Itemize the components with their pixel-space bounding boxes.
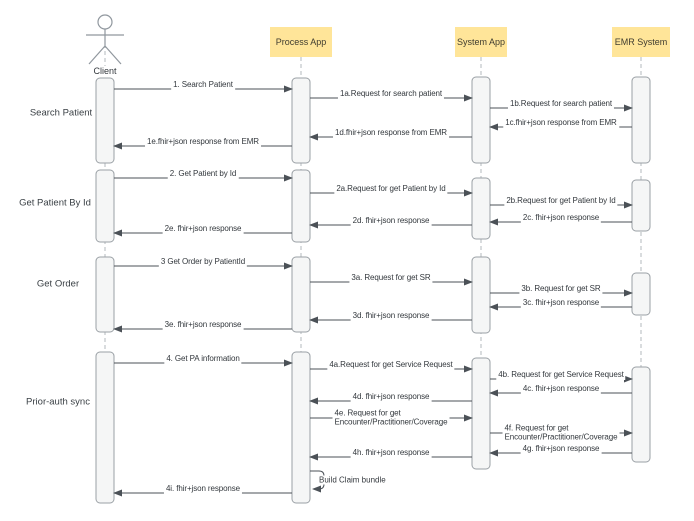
message-label: 1e.fhir+json response from EMR — [145, 137, 261, 147]
activation-bar-emr — [631, 76, 651, 164]
phase-label-search-patient: Search Patient — [29, 107, 93, 119]
self-message-label: Build Claim bundle — [317, 475, 388, 485]
activation-bar-client — [95, 256, 115, 333]
message-label: 4a.Request for get Service Request — [327, 360, 455, 370]
phase-label-get-patient-by-id: Get Patient By Id — [19, 197, 91, 209]
activation-bar-process — [291, 169, 311, 243]
message-label: 3a. Request for get SR — [349, 273, 433, 283]
activation-bar-process — [291, 256, 311, 333]
message-label: 2. Get Patient by Id — [167, 169, 239, 179]
message-label: 1d.fhir+json response from EMR — [333, 128, 449, 138]
participant-header-process-app: Process App — [270, 27, 332, 57]
message-label: 3b. Request for get SR — [519, 284, 603, 294]
activation-bar-system — [471, 357, 491, 470]
message-label: 4h. fhir+json response — [350, 448, 432, 458]
message-label: 4c. fhir+json response — [520, 384, 602, 394]
message-label: 3d. fhir+json response — [350, 311, 432, 321]
message-label: 1a.Request for search patient — [337, 89, 445, 99]
activation-bar-system — [471, 177, 491, 240]
activation-bar-process — [291, 77, 311, 164]
message-label: 4e. Request for get Encounter/Practition… — [332, 408, 450, 428]
phase-label-prior-auth-sync: Prior-auth sync — [26, 396, 90, 408]
activation-bar-client — [95, 77, 115, 164]
activation-bar-client — [95, 351, 115, 504]
message-label: 2b.Request for get Patient by Id — [504, 196, 618, 206]
activation-bar-system — [471, 76, 491, 164]
participant-header-system-app: System App — [455, 27, 507, 57]
message-label: 4g. fhir+json response — [520, 444, 602, 454]
message-label: 4b. Request for get Service Request — [496, 370, 626, 380]
participant-header-emr-system: EMR System — [612, 27, 670, 57]
message-label: 3e. fhir+json response — [162, 320, 244, 330]
phase-label-get-order: Get Order — [36, 278, 80, 290]
message-label: 1c.fhir+json response from EMR — [503, 118, 619, 128]
activation-bar-emr — [631, 366, 651, 463]
message-label: 4. Get PA information — [164, 354, 242, 364]
activation-bar-system — [471, 256, 491, 334]
activation-bar-client — [95, 169, 115, 243]
message-label: 2a.Request for get Patient by Id — [334, 184, 448, 194]
message-label: 2e. fhir+json response — [162, 224, 244, 234]
message-label: 2c. fhir+json response — [520, 213, 602, 223]
message-label: 1. Search Patient — [171, 80, 235, 90]
message-label: 4d. fhir+json response — [350, 392, 432, 402]
activation-bar-process — [291, 351, 311, 504]
message-label: 3c. fhir+json response — [520, 298, 602, 308]
actor-label-client: Client — [92, 66, 118, 76]
message-label: 4i. fhir+json response — [163, 484, 243, 494]
message-label: 3 Get Order by PatientId — [158, 257, 248, 267]
actor-body-icon — [86, 29, 124, 65]
message-label: 4f. Request for get Encounter/Practition… — [502, 423, 620, 443]
message-label: 1b.Request for search patient — [507, 99, 615, 109]
message-label: 2d. fhir+json response — [350, 216, 432, 226]
